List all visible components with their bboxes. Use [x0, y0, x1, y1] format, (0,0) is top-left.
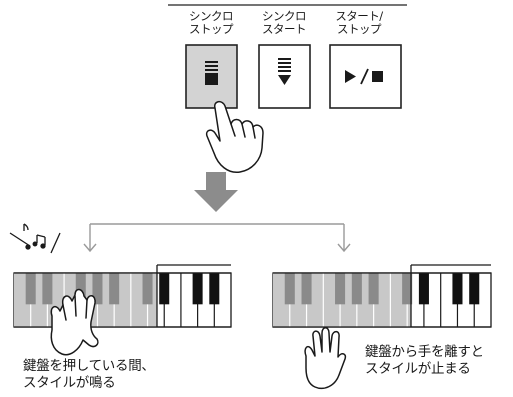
left-caption-line2: スタイルが鳴る	[23, 375, 116, 391]
start-stop-button[interactable]	[329, 44, 402, 109]
right-caption-line2: スタイルが止まる	[365, 361, 471, 377]
sync-start-label-line1: シンクロ	[262, 9, 307, 23]
sync-start-label-line2: スタート	[262, 22, 307, 36]
right-caption-line1: 鍵盤から手を離すと	[365, 344, 484, 360]
pressing-hand-icon	[50, 288, 99, 356]
start-stop-label-line2: ストップ	[337, 22, 382, 36]
down-arrow-icon	[194, 172, 238, 212]
sync-stop-icon	[205, 61, 218, 85]
music-notes-icon	[9, 223, 61, 254]
left-keyboard	[13, 264, 232, 328]
right-keyboard	[272, 264, 492, 328]
sync-stop-button[interactable]	[185, 44, 238, 109]
sync-start-icon	[278, 58, 291, 85]
start-stop-label-line1: スタート/	[335, 9, 383, 23]
pointing-hand-icon	[205, 100, 264, 173]
sync-stop-label-line2: ストップ	[189, 22, 234, 36]
raised-hand-icon	[304, 327, 347, 390]
left-caption-line1: 鍵盤を押している間、	[23, 358, 155, 374]
branch-connector	[83, 223, 351, 253]
sync-start-button[interactable]	[258, 44, 311, 109]
sync-stop-label-line1: シンクロ	[189, 9, 234, 23]
play-stop-icon	[345, 68, 383, 85]
